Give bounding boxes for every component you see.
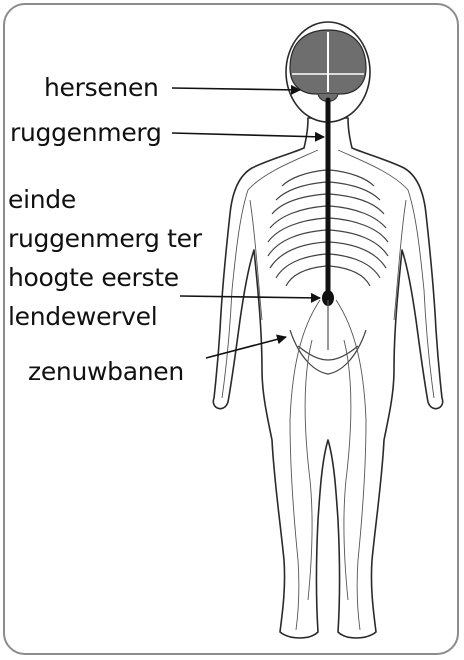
arrow-end-spinal-cord bbox=[180, 296, 320, 298]
label-end-line-3: hoogte eerste bbox=[8, 265, 179, 290]
label-end-line-2: ruggenmerg ter bbox=[8, 226, 202, 251]
label-arrows bbox=[172, 88, 324, 358]
label-brain: hersenen bbox=[44, 75, 159, 100]
label-end-line-4: lendewervel bbox=[8, 304, 157, 329]
arrow-brain bbox=[172, 88, 300, 90]
label-nerves: zenuwbanen bbox=[28, 359, 184, 384]
label-spinal-cord: ruggenmerg bbox=[10, 120, 162, 145]
arrow-spinal-cord bbox=[172, 133, 324, 137]
brain-shape bbox=[290, 30, 366, 102]
label-end-line-1: einde bbox=[8, 187, 76, 212]
